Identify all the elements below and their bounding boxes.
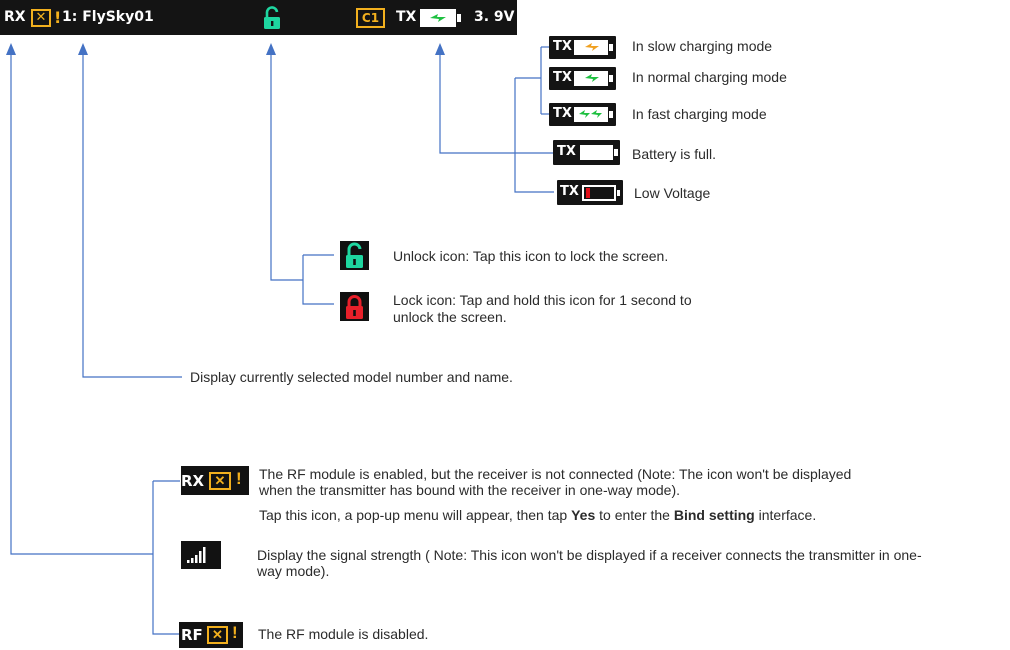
arrow-rx [6,43,16,55]
tap-bind: Bind setting [673,507,755,523]
signal-desc-line1: Display the signal strength ( Note: This… [257,547,922,563]
connector-rx-branch [152,481,182,635]
connector-lock [270,50,303,281]
rx-icon-text: RX [181,472,205,490]
unlock-icon[interactable] [263,6,281,30]
rf-icon-text: RF [181,626,203,644]
fast-charging-battery-icon: TX [549,103,616,126]
rx-tap-instruction: Tap this icon, a pop-up menu will appear… [259,507,816,524]
rx-not-connected-tile: RX ✕ ! [181,466,249,495]
tx-text: TX [560,184,579,199]
arrow-lock [266,43,276,55]
tap-mid: to enter the [595,507,674,523]
tx-text: TX [557,144,576,159]
tap-pre: Tap this icon, a pop-up menu will appear… [259,507,572,523]
signal-strength-icon [181,541,221,569]
tx-text: TX [553,70,572,85]
rx-warning-icon: ! [236,469,242,488]
arrow-battery [435,43,445,55]
connector-battery-branch [514,78,554,193]
tx-text: TX [553,39,572,54]
rx-desc-line2: when the transmitter has bound with the … [259,482,680,498]
slow-charging-label: In slow charging mode [632,38,773,54]
normal-charging-label: In normal charging mode [632,69,787,85]
lock-icon-desc-line1: Lock icon: Tap and hold this icon for 1 … [393,292,692,308]
rx-not-connected-icon[interactable]: ✕ [31,9,51,27]
connector-model [82,50,182,378]
battery-full-icon: TX [553,140,620,165]
rx-desc-line1: The RF module is enabled, but the receiv… [259,466,852,482]
warning-icon: ! [54,8,62,27]
tap-post: interface. [754,507,817,523]
fast-charging-label: In fast charging mode [632,106,767,122]
normal-charging-battery-icon: TX [549,67,616,90]
low-voltage-battery-icon: TX [557,180,623,205]
rf-disabled-tile: RF ✕ ! [179,622,243,648]
connector-battery [439,50,555,154]
battery-full-label: Battery is full. [632,146,717,162]
connector-rx [10,50,153,555]
rf-x-icon: ✕ [207,626,228,644]
connector-lock-branch [302,255,334,305]
model-desc: Display currently selected model number … [190,369,513,385]
unlock-icon-desc: Unlock icon: Tap this icon to lock the s… [393,248,669,264]
tap-yes: Yes [571,507,596,523]
rf-desc: The RF module is disabled. [258,626,429,642]
arrow-model [78,43,88,55]
signal-desc-line2: way mode). [257,563,330,579]
low-voltage-label: Low Voltage [634,185,711,201]
tx-battery-icon [420,9,462,27]
channel-c1-badge[interactable]: C1 [356,8,385,28]
lock-icon-large [340,292,369,321]
rx-label: RX [4,9,26,25]
rx-x-icon: ✕ [209,472,231,490]
tx-voltage: 3. 9V [474,9,515,25]
lock-icon-desc-line2: unlock the screen. [393,309,507,325]
tx-text: TX [553,106,572,121]
unlock-icon-large [340,241,369,270]
model-label: 1: FlySky01 [62,9,154,25]
slow-charging-battery-icon: TX [549,36,616,59]
status-bar: RX ✕ ! 1: FlySky01 C1 TX 3. 9V [0,0,517,35]
rf-warning-icon: ! [232,623,238,642]
tx-label: TX [396,9,417,25]
